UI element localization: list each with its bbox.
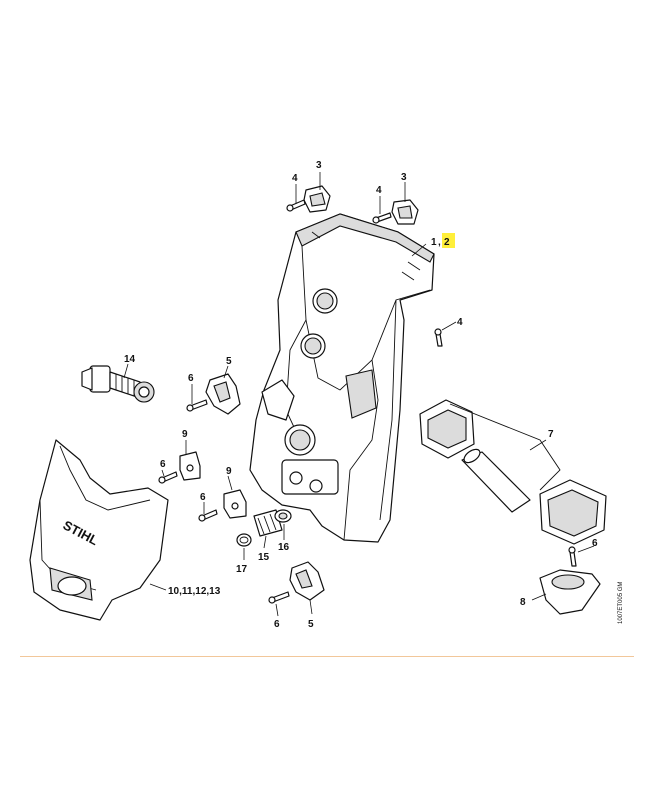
block-part-9-lower [223, 489, 247, 519]
screw-part-6-b [158, 471, 178, 484]
callout-15: 15 [258, 552, 270, 563]
clip-part-3-right [391, 199, 419, 225]
housing-part-1-2 [249, 213, 435, 543]
o-ring-part-17 [236, 533, 252, 547]
callout-9-lower: 9 [226, 466, 232, 477]
callout-5-lower: 5 [308, 619, 314, 630]
callout-6-d: 6 [274, 619, 280, 630]
screw-part-4-mid [372, 212, 392, 224]
bracket-part-5-upper [205, 373, 241, 415]
block-part-9-upper [179, 451, 201, 481]
clip-part-3-left [303, 185, 331, 213]
callout-6-a: 6 [188, 373, 194, 384]
hose-holder-part-7 [419, 399, 607, 545]
holder-part-8 [539, 569, 601, 615]
callout-3-right: 3 [401, 172, 407, 183]
callout-comma: , [438, 237, 441, 248]
screw-part-6-c [198, 509, 218, 522]
callout-8: 8 [520, 597, 526, 608]
callout-2: 2 [444, 237, 450, 248]
callout-4-mid: 4 [376, 185, 382, 196]
bracket-part-5-lower [289, 561, 325, 601]
screw-part-6-d [268, 591, 290, 604]
seal-part-16 [274, 509, 292, 523]
callout-6-e: 6 [592, 538, 598, 549]
callout-6-c: 6 [200, 492, 206, 503]
callout-17: 17 [236, 564, 248, 575]
drawing-code: 1007ET005 GM [618, 582, 624, 624]
callout-10-13: 10,11,12,13 [168, 586, 221, 597]
front-cover-parts-10-13: STIHL [29, 439, 169, 621]
callout-16: 16 [278, 542, 290, 553]
screw-part-6-a [186, 399, 208, 412]
callout-7: 7 [548, 429, 554, 440]
leader-lines [123, 172, 595, 617]
callout-5-upper: 5 [226, 356, 232, 367]
pump-part-14 [81, 365, 155, 403]
callout-9-upper: 9 [182, 429, 188, 440]
callout-1: 1 [431, 237, 437, 248]
callout-4-right: 4 [457, 317, 463, 328]
highlight-part-2 [442, 233, 455, 248]
callout-6-b: 6 [160, 459, 166, 470]
divider-line [20, 656, 634, 657]
screw-part-6-e [568, 546, 577, 567]
callout-4-left: 4 [292, 173, 298, 184]
callout-3-left: 3 [316, 160, 322, 171]
callout-labels: 3 4 4 3 1 , 2 4 14 5 6 9 6 9 6 7 16 17 1… [124, 160, 598, 630]
screw-part-4-right [434, 328, 443, 347]
callout-14: 14 [124, 354, 136, 365]
screw-part-4-left [286, 199, 306, 212]
